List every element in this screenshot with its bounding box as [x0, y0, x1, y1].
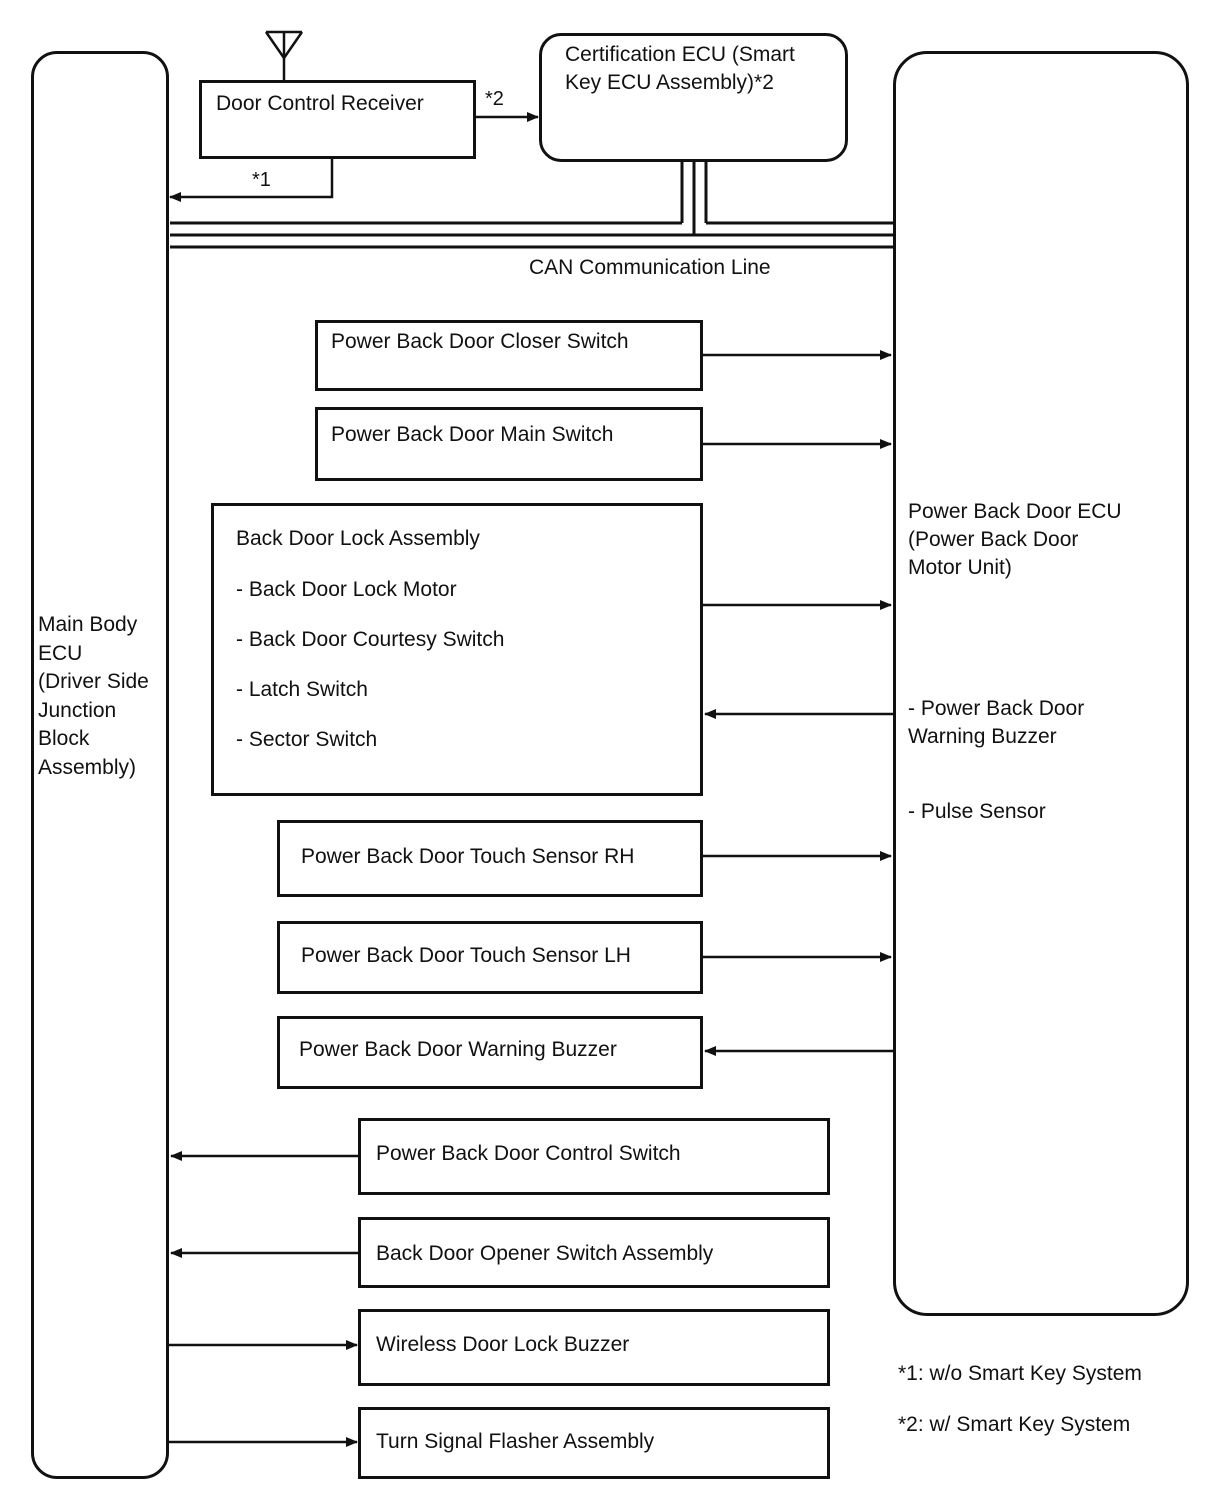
main-body-ecu-label: Main Body ECU (Driver Side Junction Bloc…: [38, 613, 149, 779]
opener-switch-box: Back Door Opener Switch Assembly: [358, 1217, 830, 1288]
power-back-door-ecu-label: Power Back Door ECU (Power Back Door Mot…: [908, 500, 1122, 579]
control-switch-label: Power Back Door Control Switch: [376, 1142, 681, 1165]
lock-item-courtesy: - Back Door Courtesy Switch: [236, 628, 505, 651]
touch-sensor-lh-box: Power Back Door Touch Sensor LH: [277, 921, 703, 994]
turn-signal-box: Turn Signal Flasher Assembly: [358, 1407, 830, 1479]
lock-item-sector: - Sector Switch: [236, 728, 378, 751]
touch-sensor-rh-label: Power Back Door Touch Sensor RH: [301, 845, 635, 868]
touch-sensor-lh-label: Power Back Door Touch Sensor LH: [301, 944, 631, 967]
control-switch-box: Power Back Door Control Switch: [358, 1118, 830, 1195]
turn-signal-label: Turn Signal Flasher Assembly: [376, 1430, 655, 1453]
note-2: *2: w/ Smart Key System: [898, 1413, 1131, 1436]
main-switch-label: Power Back Door Main Switch: [331, 423, 614, 446]
marker-2: *2: [485, 88, 504, 110]
closer-switch-label: Power Back Door Closer Switch: [331, 330, 629, 353]
certification-ecu-box: Certification ECU (Smart Key ECU Assembl…: [539, 33, 848, 162]
marker-1: *1: [252, 169, 271, 191]
lock-item-latch: - Latch Switch: [236, 678, 368, 701]
main-body-ecu-box: Main Body ECU (Driver Side Junction Bloc…: [31, 51, 169, 1479]
opener-switch-label: Back Door Opener Switch Assembly: [376, 1242, 714, 1265]
can-communication-line: [170, 161, 894, 249]
door-control-receiver-box: Door Control Receiver: [199, 80, 476, 159]
can-line-label: CAN Communication Line: [529, 256, 771, 279]
lock-assembly-title: Back Door Lock Assembly: [236, 527, 480, 550]
main-switch-box: Power Back Door Main Switch: [315, 407, 703, 481]
warning-buzzer-box: Power Back Door Warning Buzzer: [277, 1016, 703, 1089]
note-1: *1: w/o Smart Key System: [898, 1362, 1142, 1385]
ecu-item-warning-buzzer: - Power Back Door Warning Buzzer: [908, 697, 1085, 748]
lock-assembly-box: Back Door Lock Assembly - Back Door Lock…: [211, 503, 703, 796]
certification-ecu-label: Certification ECU (Smart Key ECU Assembl…: [565, 43, 795, 94]
closer-switch-box: Power Back Door Closer Switch: [315, 320, 703, 391]
touch-sensor-rh-box: Power Back Door Touch Sensor RH: [277, 820, 703, 897]
warning-buzzer-label: Power Back Door Warning Buzzer: [299, 1038, 617, 1061]
door-control-receiver-label: Door Control Receiver: [216, 92, 424, 115]
ecu-item-pulse-sensor: - Pulse Sensor: [908, 800, 1046, 823]
receiver-to-main-ecu-line: [169, 158, 334, 202]
power-back-door-ecu-box: Power Back Door ECU (Power Back Door Mot…: [893, 51, 1189, 1316]
wireless-buzzer-label: Wireless Door Lock Buzzer: [376, 1333, 630, 1356]
lock-item-motor: - Back Door Lock Motor: [236, 578, 457, 601]
wireless-buzzer-box: Wireless Door Lock Buzzer: [358, 1309, 830, 1386]
